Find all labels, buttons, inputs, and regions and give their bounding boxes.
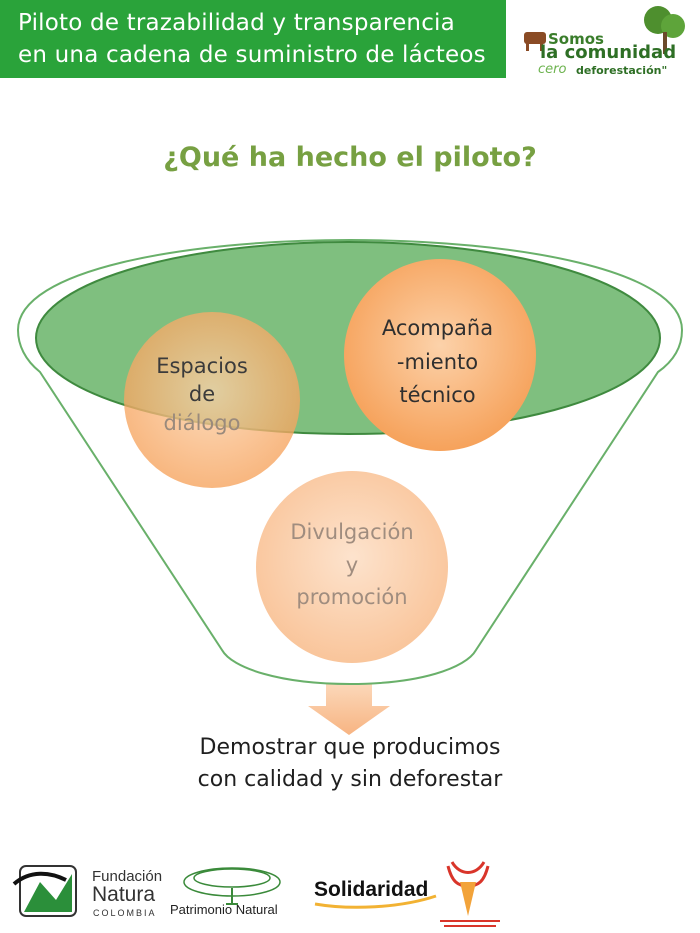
fundacion-natura-icon [12, 865, 77, 917]
logo-text-deforestacion: deforestación" [576, 64, 668, 77]
circle-label-espacios: Espacios de diálogo [122, 352, 282, 437]
header-banner: Piloto de trazabilidad y transparencia e… [0, 0, 506, 78]
conclusion-line2: con calidad y sin deforestar [197, 766, 503, 792]
solidaridad-text: Solidaridad [314, 878, 429, 901]
logo-text-somos: Somos [548, 30, 604, 48]
down-arrow-icon [308, 672, 390, 735]
fundacion-text: Fundación [92, 868, 163, 885]
circle-label-divulgacion: Divulgación y promoción [290, 520, 414, 610]
circle-label-acompanamiento: Acompaña -miento técnico [381, 316, 494, 408]
solidaridad-swoosh-icon [314, 894, 437, 909]
circle-label-espacios-faded: diálogo [163, 410, 241, 435]
footer-logo-graphics [12, 861, 500, 927]
colombia-text: COLOMBIA [93, 908, 157, 918]
patrimonio-natural-text: Patrimonio Natural [170, 902, 278, 917]
logo-text-comunidad: la comunidad [540, 42, 677, 63]
cow-tree-icon [524, 6, 685, 54]
circle-acompanamiento [344, 259, 536, 451]
comite-ganaderos-icon [440, 861, 500, 927]
logo-text-cero: cero [538, 62, 567, 77]
patrimonio-natural-icon [183, 867, 281, 905]
somos-comunidad-logo: Somos la comunidad cero deforestación" [518, 2, 698, 82]
header-title-line2: en una cadena de suministro de lácteos [18, 42, 486, 68]
footer-logos: Fundación Natura COLOMBIA Patrimonio Nat… [0, 852, 700, 932]
header-title-line1: Piloto de trazabilidad y transparencia [18, 10, 455, 36]
circle-espacios [124, 312, 300, 488]
conclusion-text: Demostrar que producimos con calidad y s… [100, 732, 600, 796]
page-title: ¿Qué ha hecho el piloto? [163, 142, 537, 173]
circle-label-espacios-main: Espacios de [156, 354, 248, 407]
conclusion-line1: Demostrar que producimos [199, 735, 501, 760]
natura-text: Natura [92, 883, 156, 906]
circle-divulgacion [256, 471, 448, 663]
